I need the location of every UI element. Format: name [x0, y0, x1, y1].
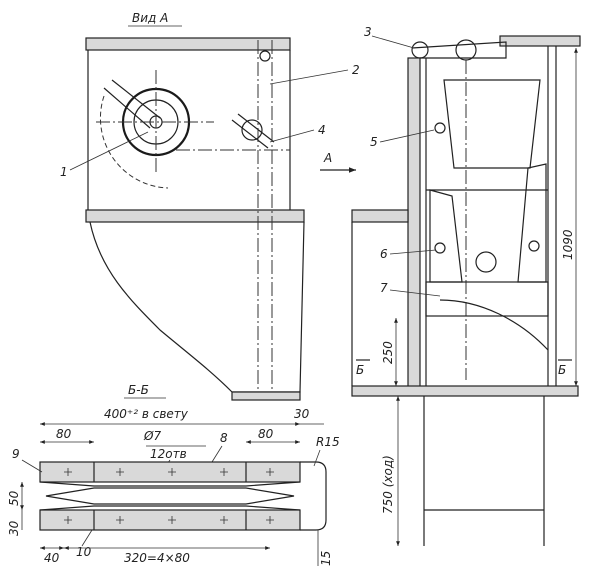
dim-30-left: 30 [7, 520, 21, 536]
callout-2-leader [269, 69, 349, 85]
dim-holes-count: 12отв [150, 447, 187, 461]
callout-6: 6 [380, 247, 388, 261]
view-a-body-sides [87, 50, 291, 222]
bottom-board-a [231, 391, 301, 401]
callout-9-leader [21, 459, 43, 473]
dim-height: 1090 [561, 229, 575, 260]
slot-tapered [45, 487, 295, 505]
callout-3: 3 [364, 25, 372, 39]
callout-6-leader [389, 249, 437, 255]
top-bracket [411, 41, 507, 59]
dim-30-top: 30 [294, 407, 310, 421]
hopper-pin [434, 122, 446, 134]
middle-board [85, 209, 305, 223]
callout-5: 5 [370, 135, 378, 149]
crank-arm [103, 79, 161, 129]
bracket-right [517, 163, 547, 283]
radius-leader [313, 449, 321, 467]
callout-5-leader [379, 129, 435, 143]
bracket-pin-left [434, 242, 446, 254]
dim-80-right: 80 [258, 427, 274, 441]
bracket-pin-right [528, 240, 540, 252]
pulley-left [411, 41, 429, 59]
section-bb: Б-Б 400⁺² в свету 30 80 80 Ø7 12отв 8 [7, 383, 340, 566]
view-a: Вид А 1 2 4 [60, 11, 360, 401]
callout-7: 7 [380, 281, 388, 295]
dim-lower: 250 [381, 341, 395, 364]
callout-2: 2 [352, 63, 360, 77]
dim-80-left: 80 [56, 427, 72, 441]
section-mark-left: Б [356, 363, 364, 377]
dim-hole: Ø7 [143, 429, 161, 443]
dim-overall: 400⁺² в свету [104, 407, 189, 421]
slot-edges [39, 481, 301, 511]
sliding-table [425, 281, 549, 317]
hole-marks [64, 468, 274, 524]
pulley-right [455, 39, 477, 61]
view-a-title: Вид А [132, 11, 168, 25]
dim-stroke: 750 (ход) [381, 455, 395, 514]
latch-bar [231, 113, 275, 149]
callout-10-leader [81, 529, 93, 547]
callout-8-leader [211, 445, 223, 463]
dim-15: 15 [319, 551, 333, 566]
view-arrow-label: А [323, 151, 332, 165]
callout-8: 8 [220, 431, 228, 445]
side-left-wall [407, 57, 421, 395]
roller-wheel [475, 251, 497, 273]
top-board [85, 37, 291, 51]
rod-top-pin [259, 50, 271, 62]
section-mark-right: Б [558, 363, 566, 377]
callout-1: 1 [60, 165, 68, 179]
side-view: А 3 5 6 7 1090 250 750 (ход) Б Б [320, 25, 581, 546]
table-tear [439, 299, 549, 351]
callout-1-leader [69, 131, 149, 171]
slot-rounded-end [300, 461, 327, 531]
latch-pivot [241, 119, 263, 141]
callout-4-leader [269, 129, 315, 143]
dim-pitch: 320=4×80 [124, 551, 190, 565]
callout-7-leader [389, 289, 441, 297]
callout-10: 10 [76, 545, 92, 559]
callout-3-leader [371, 35, 415, 49]
dim-50: 50 [7, 490, 21, 506]
hopper [443, 79, 541, 169]
callout-9: 9 [12, 447, 20, 461]
view-a-lower-tear [89, 221, 305, 393]
callout-4: 4 [318, 123, 326, 137]
side-bottom-board [351, 385, 579, 397]
section-bb-title: Б-Б [128, 383, 149, 397]
side-top-board [499, 35, 581, 47]
crank-swing-arc [99, 95, 169, 189]
dim-radius: R15 [316, 435, 340, 449]
dim-40: 40 [44, 551, 60, 565]
side-stub-board [351, 209, 409, 223]
bracket-left [429, 189, 463, 283]
